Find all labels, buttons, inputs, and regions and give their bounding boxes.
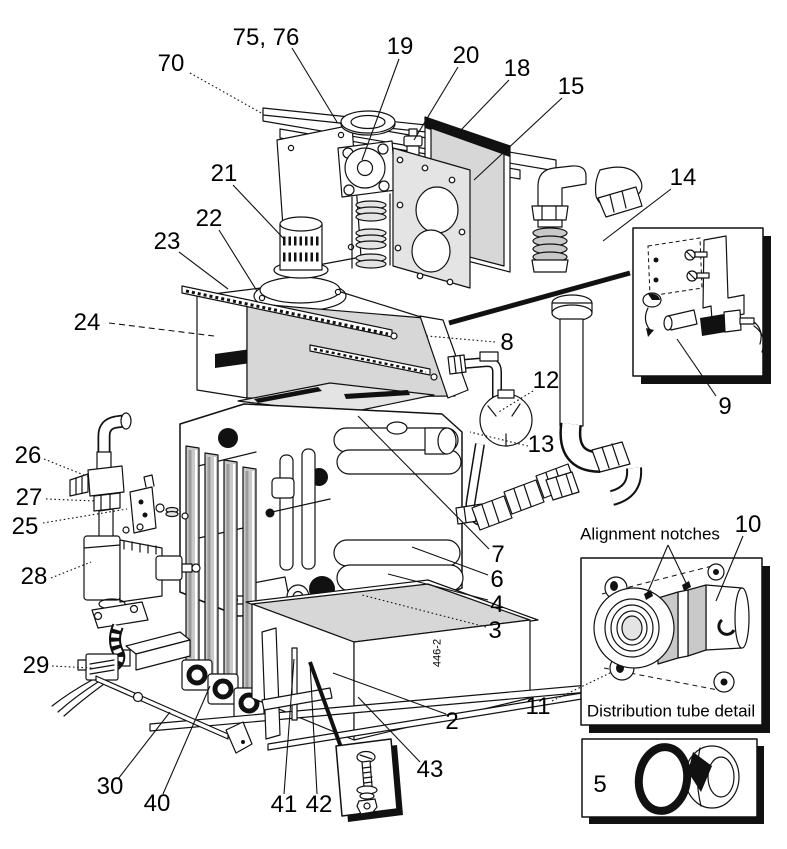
leader-line (551, 671, 613, 702)
inset-distribution-tube (580, 557, 770, 733)
gas-valve (337, 140, 397, 269)
baffle-bar (204, 452, 219, 676)
leader-line (117, 711, 171, 780)
leader-line (332, 672, 447, 715)
bracket-25 (129, 474, 157, 534)
leader-line (232, 184, 286, 241)
ignition-rod (95, 675, 253, 754)
o-ring (634, 743, 692, 815)
leader-line (178, 251, 229, 290)
inset-oring (581, 738, 764, 824)
clamp-29 (77, 653, 119, 681)
leader-line (291, 47, 338, 123)
leader-line (387, 573, 489, 601)
fan (273, 216, 329, 279)
pipe-assembly-14 (531, 165, 643, 273)
leader-line (218, 229, 258, 292)
bracket-screw (686, 270, 710, 282)
leader-line (189, 72, 264, 115)
leader-line (42, 508, 128, 524)
pump-assembly (447, 351, 577, 531)
leader-line (411, 546, 489, 576)
leader-line (283, 658, 295, 795)
inset-electrode-detail (632, 227, 771, 384)
pointer-wedge (448, 270, 631, 326)
draught-hood (181, 216, 469, 399)
leader-line (43, 458, 90, 478)
gas-control-assembly (51, 412, 201, 717)
spring-stack (355, 200, 387, 269)
inset-screw (335, 738, 403, 822)
burner-head (181, 659, 213, 691)
leader-line (602, 188, 672, 242)
flue-collar (340, 110, 396, 136)
leader-line (426, 335, 496, 343)
leader-line (460, 79, 510, 131)
baffle-bar (185, 445, 200, 663)
leader-line (646, 544, 669, 595)
leader-line (715, 535, 744, 602)
channel-bracket (119, 631, 191, 671)
leader-line (357, 415, 490, 550)
electrode (663, 309, 765, 353)
burner-head (207, 673, 239, 705)
leader-line (162, 685, 211, 795)
leader-line (361, 58, 400, 161)
leader-line (361, 594, 487, 628)
gas-valve-28 (83, 523, 201, 603)
leader-line (45, 498, 97, 502)
leader-line (108, 322, 215, 337)
leader-line (496, 390, 534, 414)
leader-line (676, 338, 717, 397)
leader-line (473, 97, 563, 181)
leader-line (309, 661, 318, 795)
leader-line (667, 544, 688, 586)
compression-nut (684, 745, 740, 809)
gasket-plate (392, 147, 471, 289)
leader-line (413, 66, 459, 141)
return-pipe (545, 294, 643, 506)
bracket-screw (684, 249, 708, 261)
front-frame (261, 627, 344, 751)
leader-lines (42, 47, 744, 795)
leader-line (50, 561, 92, 579)
leader-line (469, 431, 529, 447)
baffle-bar (223, 459, 238, 689)
leader-line (357, 696, 421, 763)
